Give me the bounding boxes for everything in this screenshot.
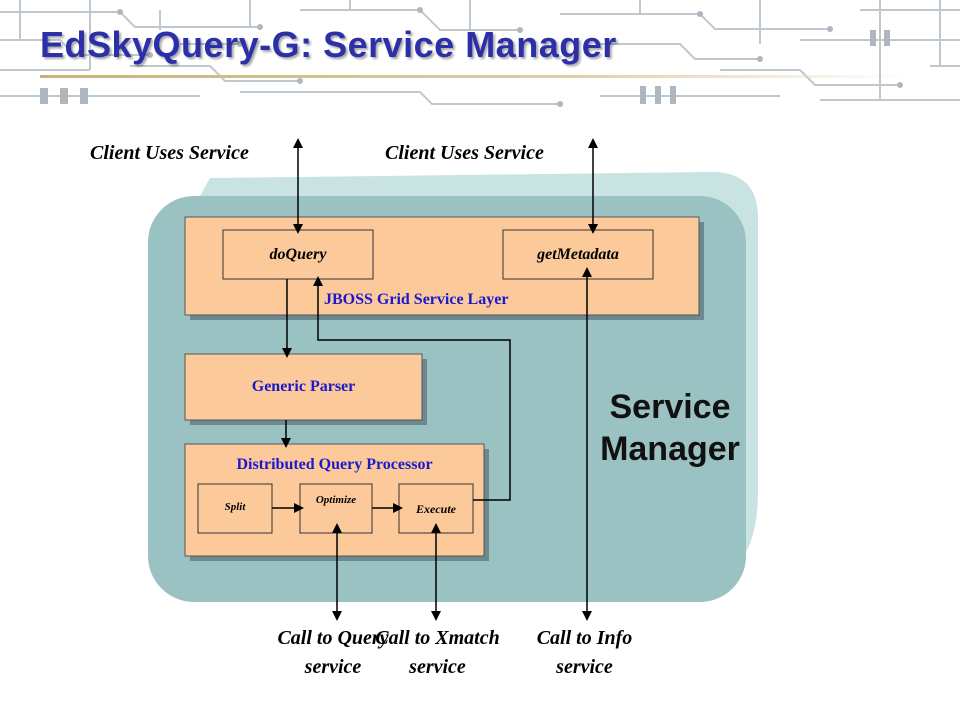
execute-label: Execute [416,502,456,516]
getmetadata-box [502,229,654,280]
split-label: Split [224,501,246,513]
jboss-layer-label: JBOSS Grid Service Layer [324,291,509,308]
dqp-label: Distributed Query Processor [236,456,433,473]
call-info-service-label: Call to Info service [536,627,633,678]
doquery-box [222,229,374,280]
client-uses-service-label-1: Client Uses Service [90,142,249,164]
call-xmatch-service-label: Call to Xmatch service [375,627,500,678]
optimize-label: Optimize [315,494,357,506]
optimize-box [299,483,373,534]
title-underline [40,75,910,78]
client-uses-service-label-2: Client Uses Service [385,142,544,164]
circuit-header-background [0,0,960,107]
getmetadata-label: getMetadata [537,246,619,263]
doquery-label: doQuery [269,246,327,263]
page-title: EdSkyQuery-G: Service Manager [40,24,617,65]
call-query-service-label: Call to Query service [277,627,389,678]
generic-parser-box [184,353,423,421]
execute-feedback-arrow [313,276,511,501]
service-manager-label: Service Manager [600,388,740,468]
generic-parser-label: Generic Parser [251,378,356,395]
